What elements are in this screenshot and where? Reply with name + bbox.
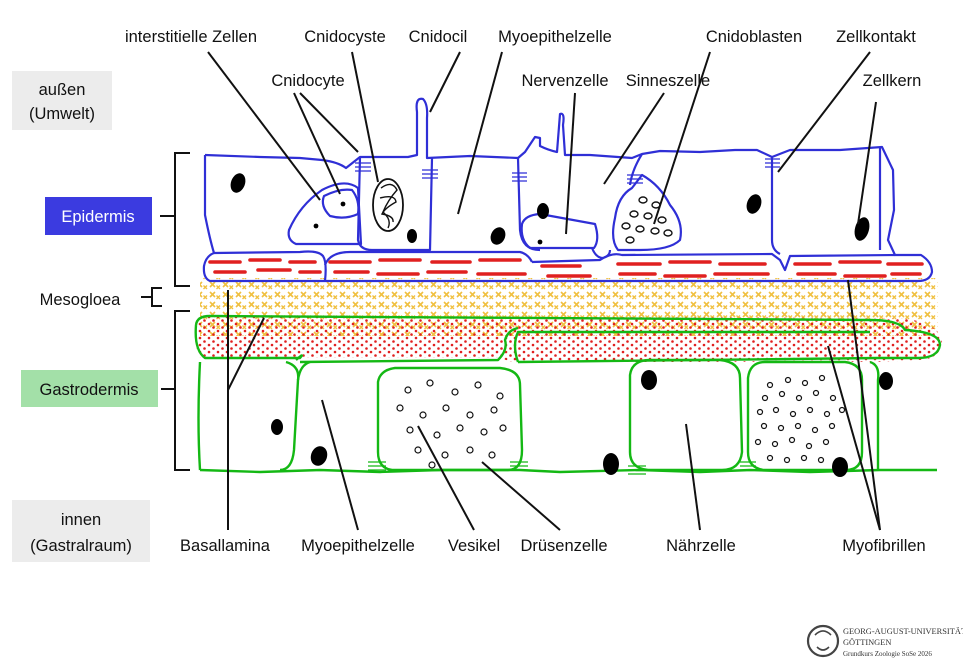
epidermis-layer [202, 97, 934, 283]
label-cnidocil: Cnidocil [409, 28, 468, 46]
gastrodermis-box [21, 370, 158, 407]
label-nervenzelle: Nervenzelle [521, 72, 608, 90]
epidermis-box [45, 197, 152, 235]
gastrodermis-label: Gastrodermis [39, 381, 138, 399]
label-cnidoblasten: Cnidoblasten [706, 28, 802, 46]
inside-panel [12, 500, 150, 562]
label-zellkontakt: Zellkontakt [836, 28, 916, 46]
label-cnidocyte: Cnidocyte [271, 72, 344, 90]
logo-line3: Grundkurs Zoologie SoSe 2026 [843, 650, 932, 658]
label-vesikel: Vesikel [448, 537, 500, 555]
label-basallamina: Basallamina [180, 537, 271, 555]
label-druesenzelle: Drüsenzelle [520, 537, 607, 555]
label-zellkern: Zellkern [863, 72, 922, 90]
label-interstitielle-zellen: interstitielle Zellen [125, 28, 257, 46]
outside-label-line1: außen [39, 81, 86, 99]
logo-line1: GEORG-AUGUST-UNIVERSITÄT [843, 627, 963, 636]
outside-label-line2: (Umwelt) [29, 105, 95, 123]
label-cnidocyste: Cnidocyste [304, 28, 386, 46]
inside-label-line2: (Gastralraum) [30, 537, 132, 555]
university-logo: GEORG-AUGUST-UNIVERSITÄT GÖTTINGEN Grund… [806, 624, 963, 658]
epidermis-label: Epidermis [61, 208, 134, 226]
label-myofibrillen: Myofibrillen [842, 537, 925, 555]
label-myoepithelzelle-bottom: Myoepithelzelle [301, 537, 415, 555]
inside-label-line1: innen [61, 511, 101, 529]
leader-lines [207, 51, 881, 531]
brackets [141, 152, 190, 471]
label-naehrzelle: Nährzelle [666, 537, 736, 555]
label-sinneszelle: Sinneszelle [626, 72, 710, 90]
mesogloea-label: Mesogloea [40, 291, 122, 309]
logo-line2: GÖTTINGEN [843, 638, 891, 647]
label-myoepithelzelle-top: Myoepithelzelle [498, 28, 612, 46]
gastrodermis-layer [194, 314, 942, 477]
outside-panel [12, 71, 112, 130]
vesicles [396, 374, 846, 469]
seal-icon [806, 624, 840, 658]
